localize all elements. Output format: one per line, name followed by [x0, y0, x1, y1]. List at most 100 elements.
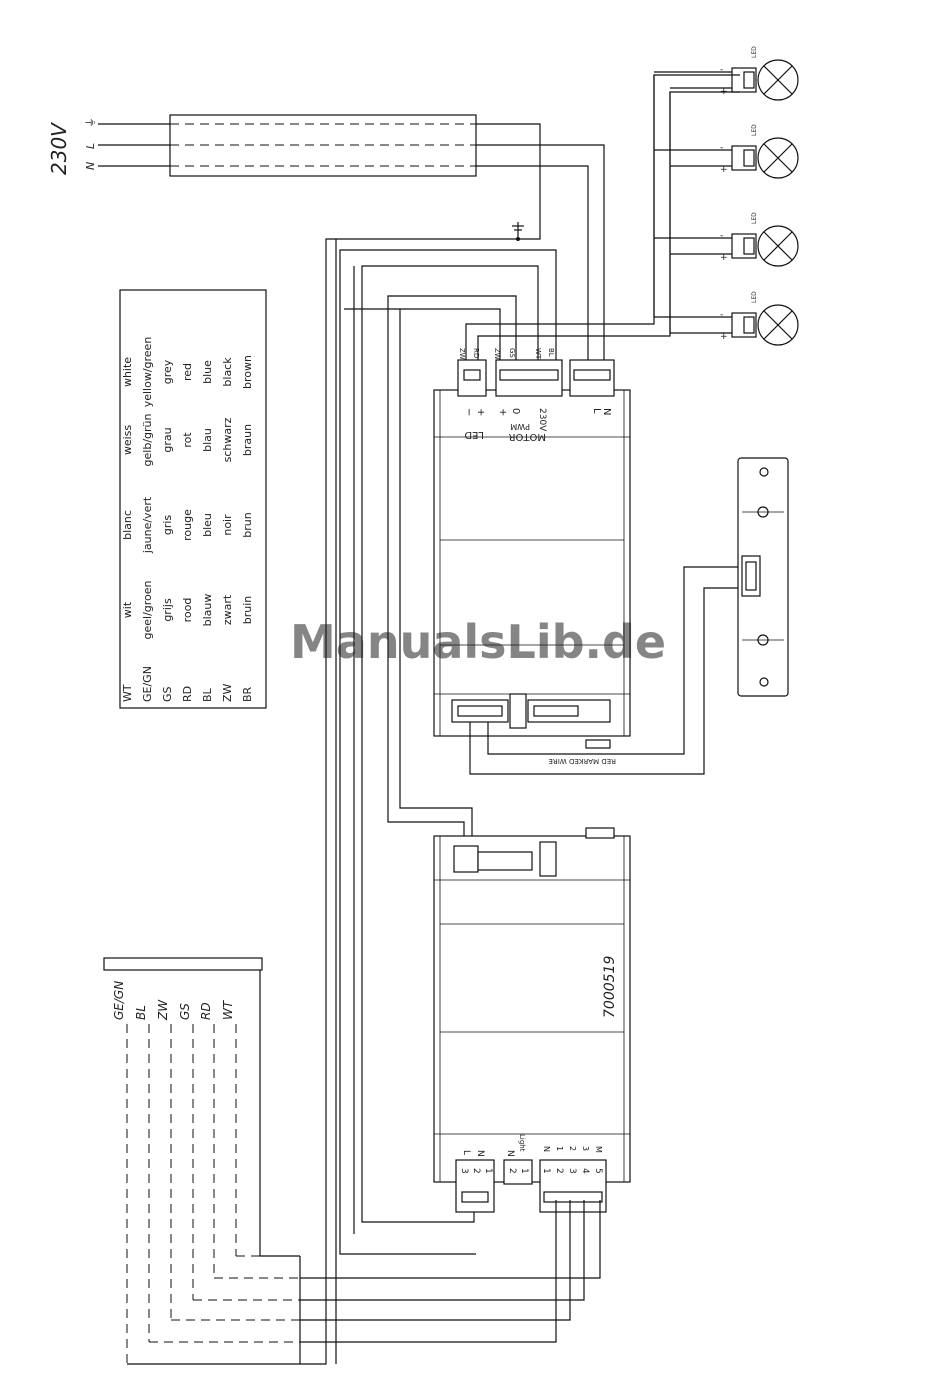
- color-table-cell: gelb/grün: [141, 414, 154, 467]
- lamp-icon: [757, 225, 799, 267]
- color-table-cell: zwart: [221, 594, 234, 625]
- tb1-label-l: L: [461, 1150, 471, 1155]
- motor-control-unit: − + LED + 0 230V PWM MOTOR L N ZW RD ZW …: [433, 348, 742, 775]
- cable-wire-label: GE/GN: [112, 981, 126, 1020]
- lamp-icon: [757, 137, 799, 179]
- color-table-cell: geel/groen: [141, 580, 154, 639]
- watermark: ManualsLib.de: [290, 615, 666, 669]
- led-lamp: LED-+: [654, 46, 799, 101]
- model-number: 7000519: [602, 956, 618, 1018]
- color-table-cell: braun: [241, 424, 254, 456]
- cable-wire-label: RD: [199, 1002, 213, 1020]
- tb1-pin-1: 1: [483, 1168, 493, 1174]
- color-table-cell: blue: [201, 360, 214, 384]
- led-plus: +: [720, 332, 728, 342]
- color-table-cell: blauw: [201, 594, 214, 627]
- mains-supply: 230V ⏚ L N: [47, 114, 605, 1365]
- led-lamp: LED - +: [654, 291, 799, 346]
- color-table-cell: gelb: [0, 0, 12, 3]
- tb1-pin-3: 3: [459, 1168, 469, 1174]
- cable-wire-label: BL: [134, 1005, 148, 1020]
- color-table-cell: schwarz: [221, 417, 234, 462]
- supply-l-label: L: [84, 143, 97, 149]
- color-table-cell: gris: [161, 515, 174, 536]
- led-plus: +: [720, 165, 728, 175]
- red-marked-wire-label: RED MARKED WIRE: [549, 757, 617, 765]
- tb3-pin: 1: [541, 1168, 551, 1174]
- motor-cable: GE/GN BL ZW GS RD WT: [103, 957, 601, 1365]
- color-table-cell: brun: [241, 512, 254, 537]
- wire-label-zw-motor: ZW: [493, 348, 501, 360]
- earth-icon: [512, 222, 524, 241]
- led-minus: -: [720, 65, 723, 75]
- led-pin-plus: +: [475, 408, 486, 416]
- led-group-label: LED: [464, 429, 484, 440]
- tb3-pin: 5: [593, 1168, 603, 1174]
- color-table-cell: jaune/vert: [141, 496, 154, 554]
- color-table-cell: GE: [0, 0, 16, 3]
- color-table-cell: BR: [241, 686, 254, 702]
- tb3-label: 3: [581, 1146, 590, 1151]
- led-minus: -: [720, 143, 723, 153]
- color-table-cell: grijs: [161, 598, 174, 622]
- led-lamp: LED - +: [654, 124, 799, 179]
- motor-pwm-label: PWM: [510, 422, 530, 431]
- color-table-cell: rouge: [181, 509, 194, 541]
- wire-label-bl-motor: BL: [547, 348, 555, 357]
- tb2-label-light: Light: [518, 1134, 526, 1152]
- tb3-pin: 3: [567, 1168, 577, 1174]
- supply-pin-n: N: [601, 408, 612, 415]
- led-lamps: LED-+LED-+LED-+LED-+: [653, 46, 799, 346]
- led-label: LED: [751, 46, 758, 58]
- led-minus: -: [720, 310, 723, 320]
- led-pin-minus: −: [463, 408, 474, 416]
- color-table-cell: brown: [241, 355, 254, 389]
- tb3-label: N: [542, 1146, 551, 1152]
- tb3-pin: 4: [580, 1168, 590, 1174]
- color-table-cell: noir: [221, 514, 234, 536]
- led-label: LED: [751, 124, 758, 136]
- supply-n-label: N: [84, 162, 97, 170]
- tb3-label: M: [594, 1146, 603, 1153]
- motor-pin-plus: +: [497, 408, 508, 416]
- tb2-pin-2: 2: [507, 1168, 517, 1174]
- led-minus: -: [720, 231, 723, 241]
- color-table-cell: WT: [121, 684, 134, 702]
- tb3-pin: 2: [554, 1168, 564, 1174]
- internal-wiring: [335, 74, 740, 1364]
- supply-pin-l: L: [591, 408, 602, 414]
- cable-wire-label: GS: [178, 1003, 192, 1020]
- led-plus: +: [720, 253, 728, 263]
- color-table-cell: grey: [161, 359, 174, 384]
- tb2-pin-1: 1: [519, 1168, 529, 1174]
- color-table-cell: grau: [161, 427, 174, 452]
- color-table-cell: jaune: [0, 0, 15, 3]
- lamp-icon: [757, 59, 799, 101]
- color-table-cell: GE/GN: [141, 666, 154, 702]
- color-table-cell: rot: [181, 432, 194, 448]
- color-table-cell: red: [181, 363, 194, 381]
- color-table-cell: weiss: [121, 425, 134, 456]
- cable-wire-label: ZW: [156, 999, 170, 1021]
- color-table-cell: wit: [121, 601, 134, 618]
- wire-label-gs-motor: GS: [508, 348, 516, 358]
- led-label: LED: [751, 291, 758, 303]
- color-table-cell: black: [221, 357, 234, 387]
- color-table-cell: bleu: [201, 513, 214, 537]
- color-table-cell: GS: [161, 686, 174, 702]
- color-code-table: WTwitblancweisswhiteGE/GNgeel/groenjaune…: [0, 0, 267, 709]
- motor-group-label: MOTOR: [509, 431, 546, 442]
- wire-label-zw-led: ZW: [458, 348, 466, 360]
- wire-label-rd-led: RD: [472, 348, 480, 358]
- wall-switch-plate: [737, 457, 789, 697]
- motor-pin-230v: 230V: [537, 408, 547, 432]
- tb3-label: 1: [555, 1146, 564, 1151]
- motor-pin-zero: 0: [510, 408, 521, 414]
- color-table-cell: BL: [201, 687, 214, 702]
- cable-wire-label: WT: [221, 999, 235, 1020]
- tb3-label: 2: [568, 1146, 577, 1151]
- color-table-cell: blau: [201, 428, 214, 452]
- color-table-cell: geel: [0, 0, 12, 3]
- color-table-cell: rood: [181, 598, 194, 623]
